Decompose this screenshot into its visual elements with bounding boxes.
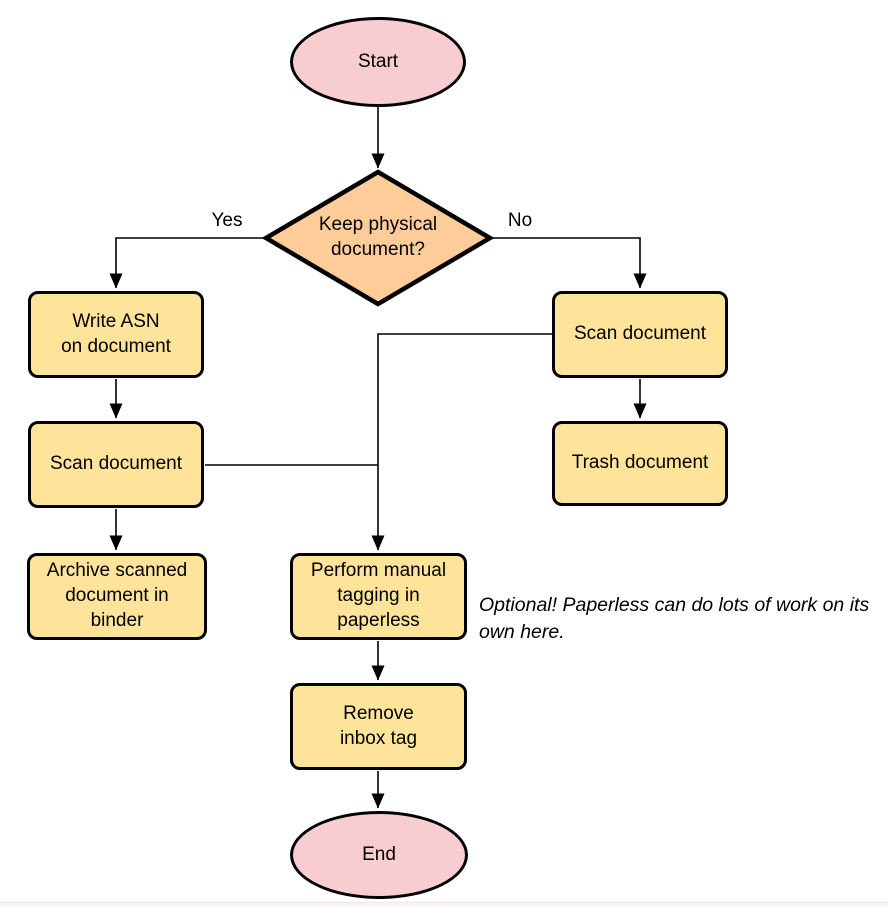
node-decision-shape: [261, 169, 495, 307]
annotation-optional: Optional! Paperless can do lots of work …: [479, 594, 870, 644]
edge-label-no: No: [507, 210, 533, 231]
node-perform-tagging: Perform manual tagging in paperless: [290, 553, 467, 640]
node-scan-document-right: Scan document: [552, 291, 728, 378]
edge-label-yes: Yes: [211, 210, 243, 231]
edge-scan-right-perform-tagging: [371, 333, 552, 551]
node-start: Start: [290, 17, 466, 107]
node-write-asn: Write ASN on document: [28, 291, 204, 378]
node-end: End: [290, 811, 468, 899]
node-decision-label: Keep physical document?: [318, 214, 438, 260]
node-remove-inbox-tag: Remove inbox tag: [290, 683, 467, 770]
page-bottom-divider: [0, 902, 888, 907]
node-scan-document-left: Scan document: [28, 421, 204, 508]
edge-decision-scan-right: [490, 237, 647, 289]
node-archive-binder: Archive scanned document in binder: [27, 553, 207, 640]
node-trash-document: Trash document: [552, 421, 728, 506]
edge-decision-write-asn: [109, 237, 266, 289]
